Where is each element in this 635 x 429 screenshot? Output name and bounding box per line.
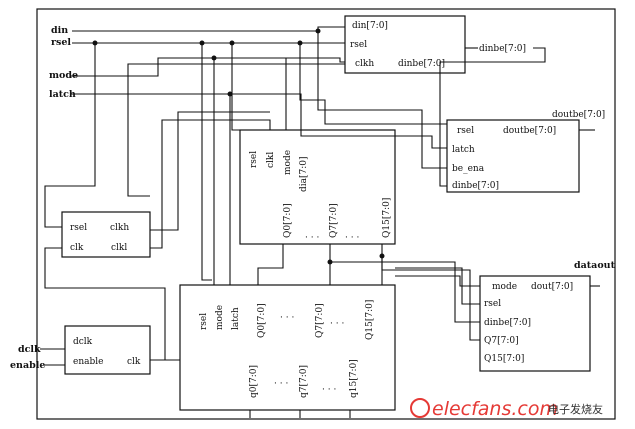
- wire-din-to-blockb: [317, 31, 447, 169]
- block-f-mode: mode: [215, 305, 225, 330]
- wire-rsel-down-left: [44, 43, 96, 228]
- wire-rsel-to-blockf: [201, 43, 212, 281]
- wire-q0: [257, 244, 284, 285]
- block-g-dout: dout[7:0]: [531, 282, 573, 292]
- block-f-rsel: rsel: [199, 313, 209, 330]
- block-g-q7: Q7[7:0]: [484, 336, 519, 346]
- block-f-dots-3: · · ·: [274, 379, 288, 389]
- wire-q-out-bottom: [249, 410, 351, 418]
- wire-clkl: [150, 119, 271, 249]
- block-a-clkh: clkh: [355, 59, 374, 69]
- wire-clkh: [127, 63, 345, 197]
- block-c-rsel: rsel: [249, 151, 259, 168]
- signal-dinbe-label: dinbe[7:0]: [479, 44, 526, 54]
- block-b: [446, 119, 580, 193]
- block-d: [61, 211, 151, 258]
- block-c-dots: · · ·: [305, 233, 319, 243]
- outer-frame: [36, 8, 616, 420]
- block-d-clkl: clkl: [111, 243, 127, 253]
- block-d-clk: clk: [70, 243, 84, 253]
- block-a-rsel: rsel: [350, 40, 367, 50]
- block-c-mode: mode: [283, 150, 293, 175]
- block-d-clkh: clkh: [110, 223, 129, 233]
- block-c-dia: dia[7:0]: [299, 156, 309, 192]
- block-e-enable: enable: [73, 357, 103, 367]
- block-f-q7-in: Q7[7:0]: [315, 303, 325, 338]
- block-b-rsel: rsel: [457, 126, 474, 136]
- wire-dinbe-loop: [439, 47, 546, 187]
- block-f-q0-out: q0[7:0]: [249, 365, 259, 398]
- watermark-logo: elecfans.com: [432, 398, 558, 420]
- signal-enable-label: enable: [10, 360, 45, 371]
- block-f-dots: · · ·: [280, 313, 294, 323]
- block-f-q15-out: q15[7:0]: [349, 359, 359, 398]
- block-a: [344, 15, 466, 74]
- block-e: [64, 325, 151, 375]
- block-b-dinbe: dinbe[7:0]: [452, 181, 499, 191]
- wire-rsel-to-blockc: [231, 43, 250, 131]
- signal-rsel-label: rsel: [51, 37, 71, 48]
- block-g-rsel: rsel: [484, 299, 501, 309]
- junction: [327, 259, 333, 265]
- watermark-logo-icon: [410, 398, 430, 418]
- block-c-q15: Q15[7:0]: [382, 198, 392, 238]
- signal-dataout-label: dataout: [574, 260, 616, 271]
- wire-q7-to-g: [330, 261, 480, 323]
- block-g-q15: Q15[7:0]: [484, 354, 524, 364]
- block-b-doutbe: doutbe[7:0]: [503, 126, 556, 136]
- block-b-latch: latch: [452, 145, 475, 155]
- wire-clk-loop: [44, 247, 166, 361]
- wire-rsel-to-g: [395, 267, 480, 305]
- block-f-q0-in: Q0[7:0]: [257, 303, 267, 338]
- block-e-dclk: dclk: [73, 337, 93, 347]
- wire-latch: [70, 93, 447, 149]
- block-f-dots-4: · · ·: [322, 385, 336, 395]
- wire-din: [72, 26, 345, 32]
- signal-dclk-label: dclk: [18, 344, 41, 355]
- wire-q15: [381, 244, 480, 341]
- block-f-dots-2: · · ·: [330, 319, 344, 329]
- block-g-dinbe: dinbe[7:0]: [484, 318, 531, 328]
- block-f-q15-in: Q15[7:0]: [365, 300, 375, 340]
- wire-mode-to-g: [395, 275, 480, 287]
- block-c-dots-2: · · ·: [345, 233, 359, 243]
- watermark-cn: 电子发烧友: [548, 402, 603, 416]
- block-c-q0: Q0[7:0]: [283, 203, 293, 238]
- block-a-dinbe: dinbe[7:0]: [398, 59, 445, 69]
- signal-mode-label: mode: [49, 70, 78, 81]
- block-f: [179, 284, 396, 411]
- signal-latch-label: latch: [49, 89, 76, 100]
- block-d-rsel: rsel: [70, 223, 87, 233]
- wire-mode: [70, 57, 345, 77]
- signal-doutbe-label: doutbe[7:0]: [552, 110, 605, 120]
- block-c-clkl: clkl: [266, 152, 276, 168]
- block-c: [239, 129, 396, 245]
- block-f-latch: latch: [231, 307, 241, 330]
- signal-din-label: din: [51, 25, 68, 36]
- wire-rsel-to-blockb: [299, 43, 447, 125]
- block-c-q7: Q7[7:0]: [329, 203, 339, 238]
- block-g-mode: mode: [492, 282, 517, 292]
- block-g: [479, 275, 591, 372]
- wire-clk-to-blockc: [150, 111, 270, 231]
- block-b-be-ena: be_ena: [452, 164, 485, 174]
- block-e-clk: clk: [127, 357, 141, 367]
- block-f-q7-out: q7[7:0]: [299, 365, 309, 398]
- block-a-din: din[7:0]: [352, 21, 388, 31]
